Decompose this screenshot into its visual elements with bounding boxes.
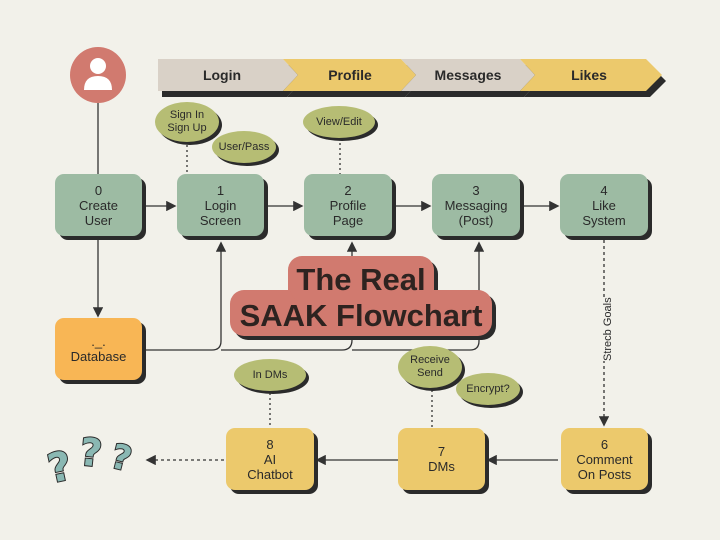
node-label: Login — [204, 197, 237, 213]
title-line-1: The Real — [296, 262, 426, 297]
tab-likes[interactable]: Likes — [571, 67, 607, 83]
bubble-user-pass: User/Pass — [212, 131, 276, 163]
node-dms[interactable]: 7 DMs — [398, 428, 485, 490]
node-database[interactable]: ._. Database — [55, 318, 142, 380]
svg-text:?: ? — [78, 430, 105, 476]
node-profile-page[interactable]: 2 Profile Page — [304, 174, 392, 236]
node-ai-chatbot[interactable]: 8 AI Chatbot — [226, 428, 314, 490]
node-number: 3 — [472, 182, 480, 198]
node-number: 8 — [266, 436, 274, 452]
node-label: AI — [263, 451, 277, 467]
user-icon — [70, 47, 126, 103]
node-label: Screen — [199, 212, 242, 228]
tab-messages-shape — [401, 59, 535, 91]
node-label: (Post) — [458, 212, 494, 228]
node-comment-on-posts[interactable]: 6 Comment On Posts — [561, 428, 648, 490]
bubble-text: Sign Up — [167, 122, 207, 134]
node-label: User — [84, 212, 113, 228]
node-label: Like — [592, 197, 616, 213]
node-label: Chatbot — [247, 466, 293, 482]
title-box-fill — [290, 258, 432, 302]
node-label: Comment — [576, 451, 633, 467]
tab-login-shape — [158, 59, 298, 91]
node-label: Database — [70, 349, 127, 364]
bubble-view-edit: View/Edit — [303, 106, 375, 138]
bubble-text: Receive — [410, 354, 450, 366]
bubble-text: Sign In — [169, 109, 205, 121]
bubble-text: Encrypt? — [466, 382, 510, 395]
bubble-text: User/Pass — [218, 140, 270, 153]
bubble-signin-signup: Sign In Sign Up — [155, 102, 219, 142]
node-number: 4 — [600, 182, 608, 198]
node-number: 1 — [216, 182, 225, 198]
node-number: 6 — [600, 436, 609, 452]
title-line-2: SAAK Flowchart — [239, 298, 483, 333]
node-label: System — [582, 212, 626, 228]
node-label: Profile — [329, 197, 367, 213]
node-create-user[interactable]: 0 Create User — [55, 174, 142, 236]
node-number: 7 — [437, 444, 446, 459]
node-number: 0 — [94, 182, 103, 198]
svg-text:?: ? — [44, 443, 76, 493]
bubble-text: View/Edit — [316, 115, 362, 128]
node-label: Page — [332, 212, 364, 228]
tab-messages[interactable]: Messages — [434, 67, 502, 83]
node-face: ._. — [91, 334, 106, 349]
svg-text:?: ? — [107, 437, 136, 481]
node-number: 2 — [344, 182, 352, 198]
bubble-encrypt: Encrypt? — [456, 373, 520, 405]
bubble-receive-send: Receive Send — [398, 346, 462, 388]
tab-profile[interactable]: Profile — [328, 67, 372, 83]
vertical-label-stretch-goals: Strecb Goals — [602, 297, 618, 361]
node-like-system[interactable]: 4 Like System — [560, 174, 648, 236]
bubble-text: Send — [417, 367, 443, 379]
node-login-screen[interactable]: 1 Login Screen — [177, 174, 264, 236]
node-label: Create — [78, 197, 119, 213]
node-label: Messaging — [444, 197, 508, 213]
tab-likes-shape — [520, 59, 662, 91]
node-label: DMs — [428, 459, 455, 474]
bubble-in-dms: In DMs — [234, 359, 306, 391]
node-label: On Posts — [577, 466, 632, 482]
node-messaging[interactable]: 3 Messaging (Post) — [432, 174, 520, 236]
tab-profile-shape — [283, 59, 416, 91]
bubble-text: In DMs — [252, 368, 288, 381]
page-title: The Real SAAK Flowchart — [230, 262, 492, 334]
question-marks-icon: ? ? ? — [43, 429, 137, 494]
tab-login[interactable]: Login — [202, 67, 242, 83]
